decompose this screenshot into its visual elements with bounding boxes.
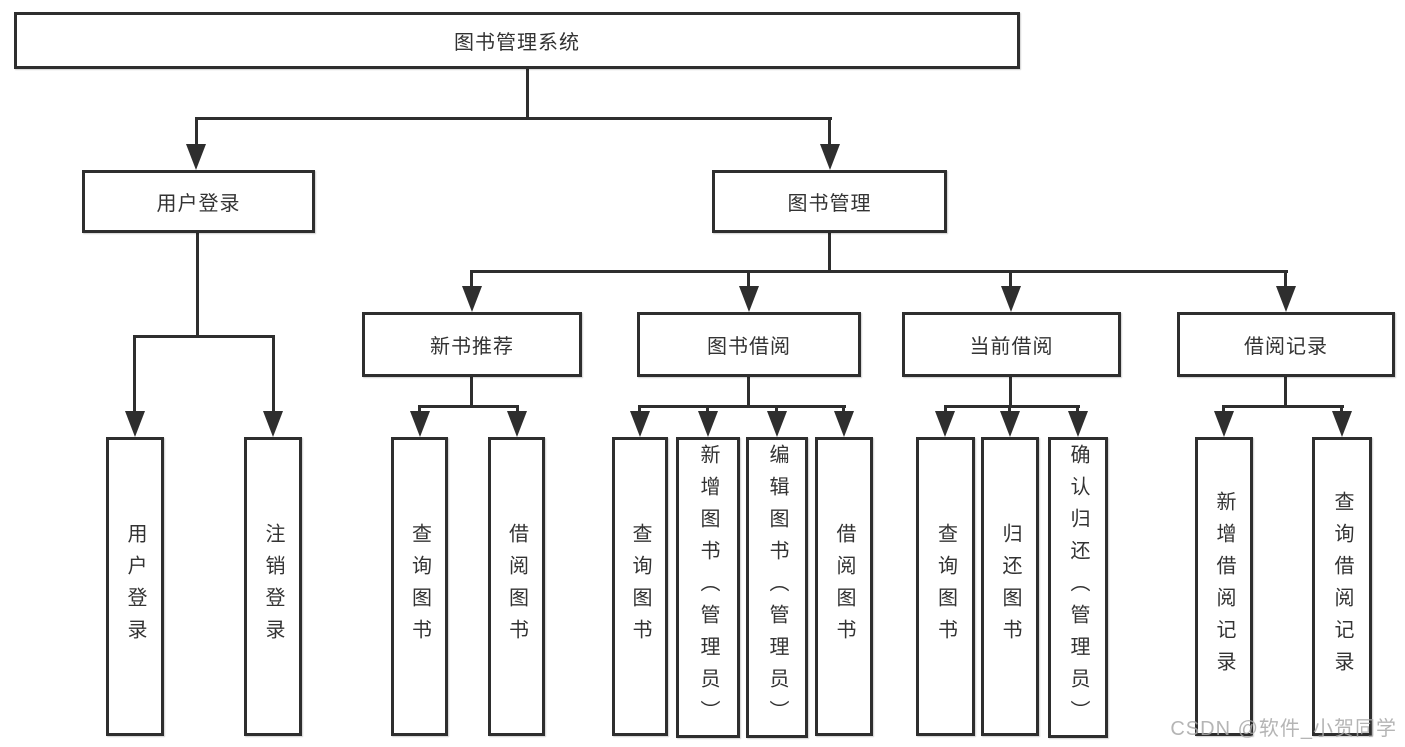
arrow-to-nb-borrow — [507, 411, 527, 437]
leaf-rc-add-record-label: 新增借阅记录 — [1213, 490, 1235, 683]
connector-nb-leaf2-stem — [516, 405, 519, 415]
leaf-cb-confirm-return-admin-label: 确认归还（管理员） — [1067, 443, 1089, 732]
connector-borrow-down — [747, 377, 750, 408]
leaf-bb-add-books-admin: 新增图书（管理员） — [676, 437, 740, 738]
node-book-mgmt: 图书管理 — [712, 170, 947, 233]
leaf-bb-borrow-books: 借阅图书 — [815, 437, 873, 736]
connector-newbook-stem — [470, 270, 473, 290]
csdn-watermark: CSDN @软件_小贺同学 — [1170, 718, 1397, 740]
node-current-borrow: 当前借阅 — [902, 312, 1121, 377]
node-borrow-records-label: 借阅记录 — [1244, 336, 1328, 358]
connector-current-rail — [944, 405, 1080, 408]
leaf-bb-edit-books-admin: 编辑图书（管理员） — [746, 437, 808, 738]
node-book-borrow: 图书借阅 — [637, 312, 861, 377]
node-new-book-rec-label: 新书推荐 — [430, 336, 514, 358]
connector-rc-leaf1-stem — [1222, 405, 1225, 415]
arrow-to-new-book — [462, 286, 482, 312]
leaf-cb-return-books-label: 归还图书 — [999, 522, 1021, 651]
connector-current-stem — [1009, 270, 1012, 290]
leaf-rc-query-record: 查询借阅记录 — [1312, 437, 1372, 736]
connector-cb-leaf3-stem — [1076, 405, 1079, 415]
connector-borrow-stem — [747, 270, 750, 290]
leaf-bb-query-books: 查询图书 — [612, 437, 668, 736]
arrow-to-borrow — [739, 286, 759, 312]
arrow-to-bb-edit — [767, 411, 787, 437]
connector-rc-leaf2-stem — [1340, 405, 1343, 415]
leaf-nb-query-books-label: 查询图书 — [408, 522, 431, 651]
connector-cb-leaf1-stem — [944, 405, 947, 415]
connector-bb-leaf4-stem — [842, 405, 845, 415]
node-root: 图书管理系统 — [14, 12, 1020, 69]
arrow-to-bb-add — [698, 411, 718, 437]
connector-current-down — [1009, 377, 1012, 408]
leaf-logout-label: 注销登录 — [262, 522, 284, 651]
arrow-to-current — [1001, 286, 1021, 312]
connector-records-rail — [1222, 405, 1344, 408]
leaf-nb-query-books: 查询图书 — [391, 437, 448, 736]
connector-userlogin-down — [196, 233, 199, 338]
node-book-borrow-label: 图书借阅 — [707, 336, 791, 358]
connector-leaf-login-stem — [133, 335, 136, 415]
arrow-to-bb-query — [630, 411, 650, 437]
connector-records-down — [1284, 377, 1287, 408]
connector-root-stub — [526, 69, 529, 120]
arrow-to-cb-confirm — [1068, 411, 1088, 437]
node-user-login: 用户登录 — [82, 170, 315, 233]
arrow-to-cb-return — [1000, 411, 1020, 437]
leaf-logout: 注销登录 — [244, 437, 302, 736]
leaf-cb-confirm-return-admin: 确认归还（管理员） — [1048, 437, 1108, 738]
connector-userlogin-stem — [195, 117, 198, 148]
leaf-rc-add-record: 新增借阅记录 — [1195, 437, 1253, 736]
arrow-to-leaf-logout — [263, 411, 283, 437]
arrow-to-bb-borrow — [834, 411, 854, 437]
arrow-to-rc-add — [1214, 411, 1234, 437]
node-user-login-label: 用户登录 — [156, 193, 241, 215]
node-book-mgmt-label: 图书管理 — [787, 193, 872, 215]
leaf-cb-query-books-label: 查询图书 — [934, 522, 957, 651]
arrow-to-leaf-login — [125, 411, 145, 437]
connector-records-stem — [1284, 270, 1287, 290]
arrow-to-rc-query — [1332, 411, 1352, 437]
leaf-user-login: 用户登录 — [106, 437, 164, 736]
connector-leaf-logout-stem — [272, 335, 275, 415]
connector-level3-rail — [470, 270, 1288, 273]
connector-cb-leaf2-stem — [1008, 405, 1011, 415]
arrow-to-cb-query — [935, 411, 955, 437]
connector-newbook-down — [470, 377, 473, 408]
leaf-bb-borrow-books-label: 借阅图书 — [833, 522, 855, 651]
connector-bb-leaf1-stem — [638, 405, 641, 415]
node-current-borrow-label: 当前借阅 — [969, 336, 1054, 358]
arrow-to-user-login — [186, 144, 206, 170]
leaf-cb-return-books: 归还图书 — [981, 437, 1039, 736]
arrow-to-records — [1276, 286, 1296, 312]
leaf-bb-query-books-label: 查询图书 — [629, 522, 651, 651]
leaf-nb-borrow-books: 借阅图书 — [488, 437, 545, 736]
arrow-to-nb-query — [410, 411, 430, 437]
node-root-label: 图书管理系统 — [454, 32, 580, 54]
connector-bb-leaf3-stem — [775, 405, 778, 415]
node-borrow-records: 借阅记录 — [1177, 312, 1395, 377]
leaf-rc-query-record-label: 查询借阅记录 — [1331, 490, 1353, 683]
connector-nb-leaf1-stem — [418, 405, 421, 415]
leaf-nb-borrow-books-label: 借阅图书 — [505, 522, 528, 651]
node-new-book-rec: 新书推荐 — [362, 312, 582, 377]
leaf-bb-add-books-admin-label: 新增图书（管理员） — [697, 443, 719, 732]
leaf-user-login-label: 用户登录 — [124, 522, 146, 651]
connector-level1-rail — [195, 117, 832, 120]
arrow-to-book-mgmt — [820, 144, 840, 170]
connector-bookmgmt-down — [828, 233, 831, 273]
leaf-bb-edit-books-admin-label: 编辑图书（管理员） — [766, 443, 788, 732]
connector-bookmgmt-stem — [828, 117, 831, 148]
connector-newbook-rail — [418, 405, 519, 408]
connector-bb-leaf2-stem — [706, 405, 709, 415]
connector-userlogin-rail — [133, 335, 275, 338]
leaf-cb-query-books: 查询图书 — [916, 437, 975, 736]
connector-borrow-rail — [638, 405, 846, 408]
